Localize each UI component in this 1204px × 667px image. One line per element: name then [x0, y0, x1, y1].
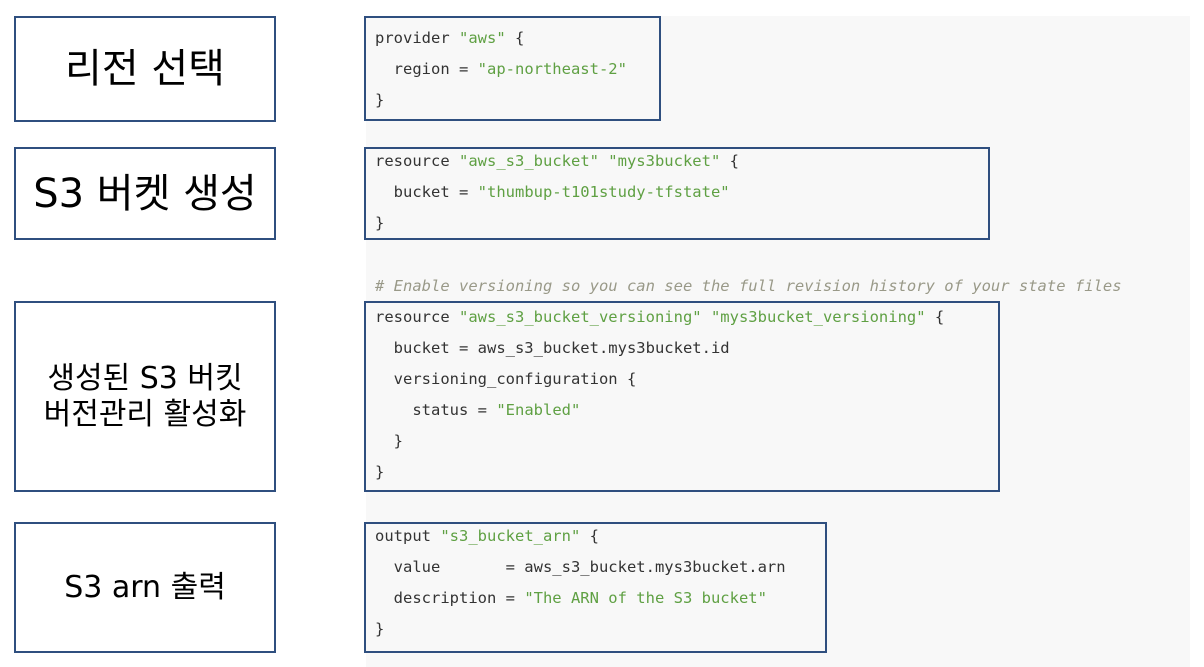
code-string: "thumbup-t101study-tfstate": [477, 183, 730, 201]
code-line: }: [375, 91, 385, 109]
code-text: region =: [375, 60, 478, 78]
code-keyword: provider: [375, 29, 459, 47]
code-line: versioning_configuration {: [375, 370, 637, 388]
code-string: "aws_s3_bucket_versioning" "mys3bucket_v…: [459, 308, 926, 326]
code-line: }: [375, 214, 385, 232]
code-string: "aws": [459, 29, 506, 47]
code-string: "s3_bucket_arn": [440, 527, 581, 545]
code-line: value = aws_s3_bucket.mys3bucket.arn: [375, 558, 786, 576]
code-string: "aws_s3_bucket" "mys3bucket": [459, 152, 721, 170]
code-line: }: [375, 620, 385, 638]
code-text: {: [925, 308, 945, 326]
code-text: {: [720, 152, 739, 170]
code-text: status =: [375, 401, 497, 419]
label-s3-bucket-create: S3 버켓 생성: [14, 147, 276, 240]
code-line: provider "aws" {: [375, 28, 524, 48]
code-line: resource "aws_s3_bucket_versioning" "mys…: [375, 307, 944, 327]
code-keyword: output: [375, 527, 441, 545]
code-text: {: [580, 527, 599, 545]
code-string: "The ARN of the S3 bucket": [524, 589, 767, 607]
code-text: {: [505, 29, 525, 47]
code-comment: # Enable versioning so you can see the f…: [375, 277, 1122, 295]
code-line: }: [375, 432, 403, 450]
code-line: }: [375, 463, 385, 481]
label-region-select: 리전 선택: [14, 16, 276, 122]
code-line: bucket = aws_s3_bucket.mys3bucket.id: [375, 339, 730, 357]
code-text: bucket =: [375, 183, 478, 201]
code-box-bucket: [364, 147, 990, 240]
code-box-output: [364, 522, 827, 653]
label-s3-arn-output: S3 arn 출력: [14, 522, 276, 653]
code-keyword: resource: [375, 152, 459, 170]
code-box-versioning: [364, 301, 1000, 492]
code-line: region = "ap-northeast-2": [375, 59, 627, 79]
code-line: description = "The ARN of the S3 bucket": [375, 588, 767, 608]
code-text: description =: [375, 589, 525, 607]
code-line: resource "aws_s3_bucket" "mys3bucket" {: [375, 151, 739, 171]
code-line: output "s3_bucket_arn" {: [375, 526, 599, 546]
code-box-provider: [364, 16, 661, 121]
label-s3-versioning-enable: 생성된 S3 버킷 버전관리 활성화: [14, 301, 276, 492]
code-line: bucket = "thumbup-t101study-tfstate": [375, 182, 730, 202]
code-string: "Enabled": [496, 401, 581, 419]
code-string: "ap-northeast-2": [477, 60, 627, 78]
code-keyword: resource: [375, 308, 459, 326]
code-line: status = "Enabled": [375, 400, 580, 420]
